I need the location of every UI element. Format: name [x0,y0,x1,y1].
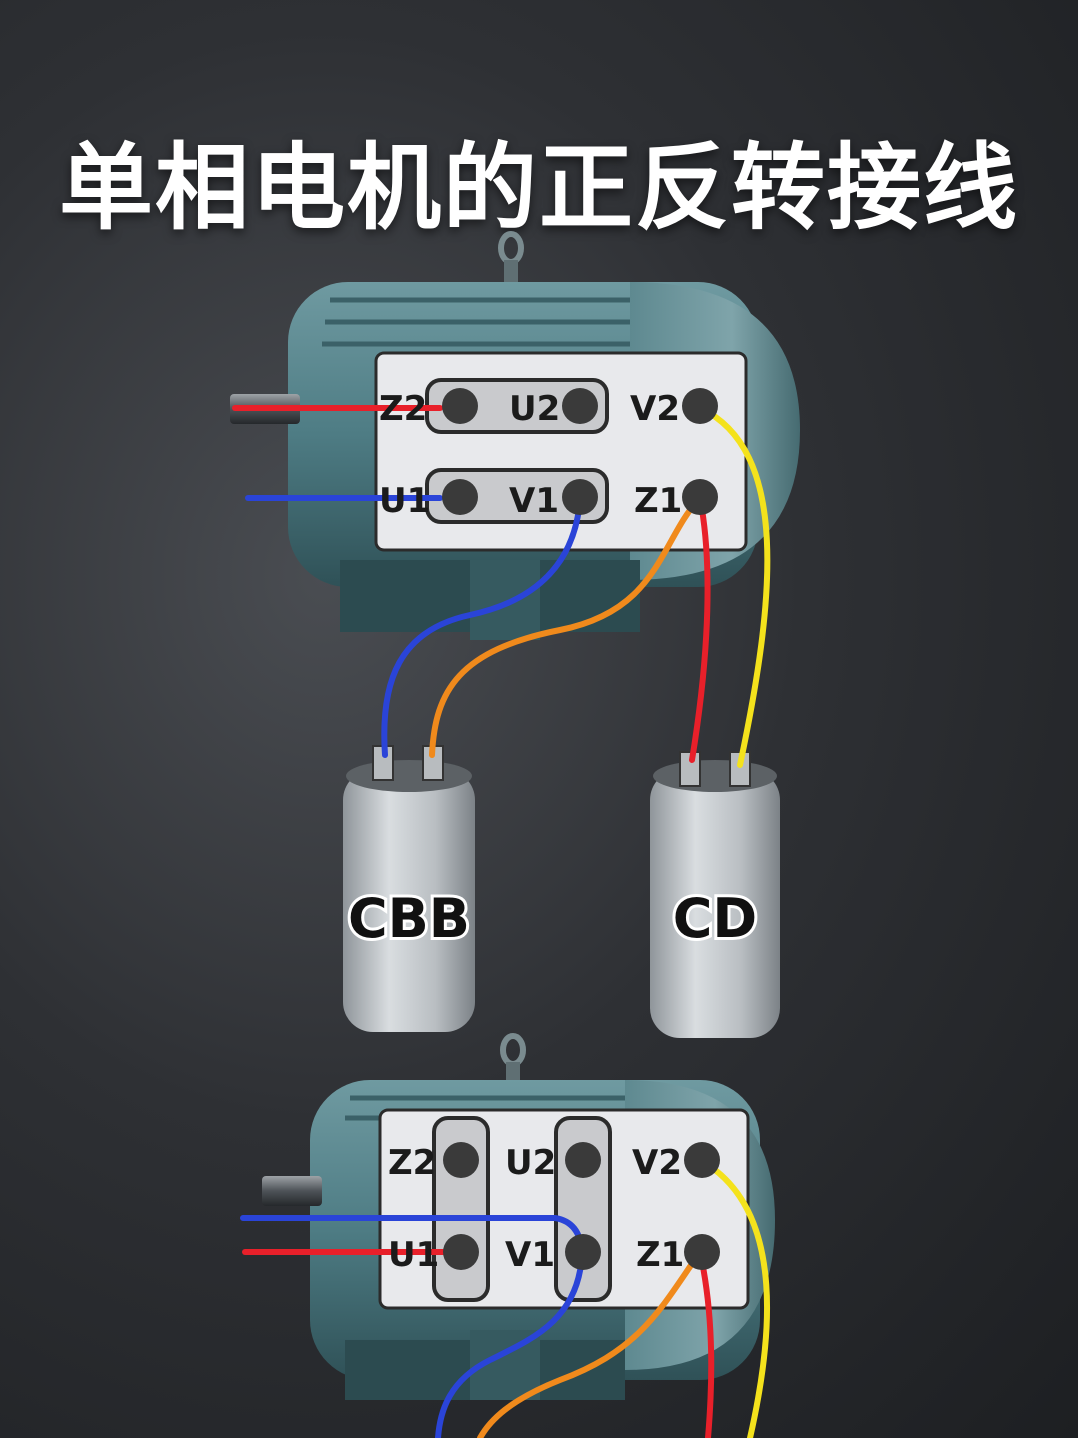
terminal-u2 [565,1142,601,1178]
terminal-u2 [562,388,598,424]
terminals-bottom: Z2 U2 V2 U1 V1 Z1 [388,1142,720,1275]
wire-blue-v1-cbb [381,497,583,758]
wire-orange-z1-cbb [429,495,703,758]
capacitor-cbb [343,745,475,1032]
wire-yellow-v2-cd [697,405,771,768]
page-title: 单相电机的正反转接线 [58,134,1019,243]
wire-red-z1-bottom [697,1249,715,1438]
terminal-u1 [442,479,478,515]
terminal-label-z2: Z2 [379,389,427,429]
wires-bottom [240,1157,771,1438]
terminal-v2 [684,1142,720,1178]
lifting-eye-icon [498,231,524,286]
terminal-u1 [443,1234,479,1270]
capacitor-label-cd: CD [673,887,757,950]
capacitor-label-cbb: CBB [348,887,470,950]
terminal-v1 [565,1234,601,1270]
terminals-top: Z2 U2 V2 U1 V1 Z1 [379,388,718,521]
terminal-v2 [682,388,718,424]
terminal-label-v1: V1 [509,481,559,521]
terminal-label-u1: U1 [379,481,430,521]
terminal-z1 [682,479,718,515]
terminal-label-v2: V2 [632,1143,682,1183]
capacitor-cd [650,751,780,1038]
terminal-v1 [562,479,598,515]
terminal-label-z2: Z2 [388,1143,436,1183]
terminal-label-v1: V1 [505,1235,555,1275]
terminal-label-u2: U2 [509,389,560,429]
terminal-z2 [442,388,478,424]
motor-shaft [262,1176,322,1206]
terminal-z1 [684,1234,720,1270]
terminal-label-v2: V2 [630,389,680,429]
motor-top [230,231,800,640]
wire-red-z1-cd [689,495,711,763]
terminal-label-z1: Z1 [636,1235,684,1275]
terminal-label-z1: Z1 [634,481,682,521]
wire-orange-bottom [477,1249,703,1438]
terminal-label-u1: U1 [388,1235,439,1275]
wire-yellow-v2-bottom [697,1157,771,1438]
terminal-z2 [443,1142,479,1178]
wires-top [232,405,771,768]
terminal-label-u2: U2 [505,1143,556,1183]
wire-blue-bottom [240,1215,586,1438]
